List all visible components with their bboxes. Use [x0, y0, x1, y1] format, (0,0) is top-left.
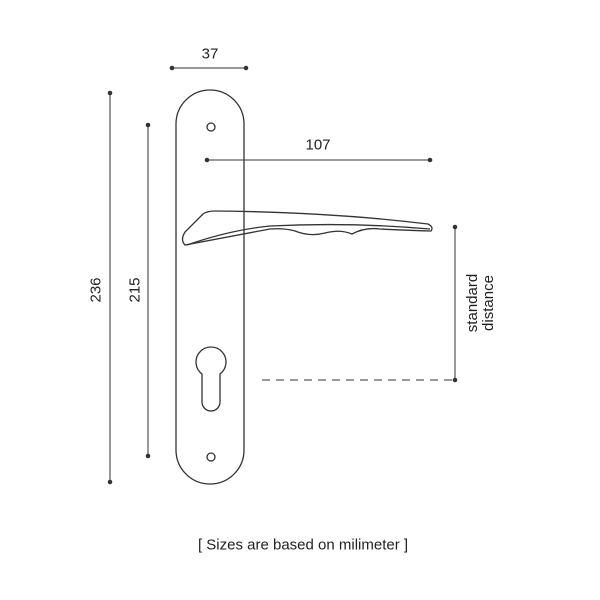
hole-distance-label: 215: [126, 277, 144, 303]
footnote: [ Sizes are based on milimeter ]: [197, 536, 409, 554]
total-height-label: 236: [87, 277, 105, 303]
top-screw-hole: [206, 122, 216, 132]
standard-distance-label: standard distance: [464, 273, 497, 333]
standard-distance-line2: distance: [480, 275, 497, 331]
lever-inner-line: [186, 223, 431, 246]
back-plate: [175, 89, 245, 485]
cylinder-keyhole: [195, 346, 227, 412]
handle-length-label: 107: [305, 136, 331, 154]
bottom-screw-hole: [206, 452, 216, 462]
standard-distance-line1: standard: [464, 273, 481, 333]
lever-handle: [181, 210, 433, 246]
width-label: 37: [201, 45, 219, 63]
